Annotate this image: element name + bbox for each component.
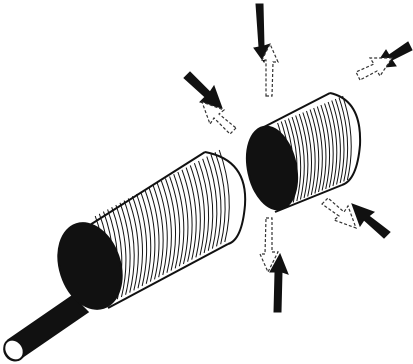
- shaft: [0, 296, 88, 364]
- solid-arrow-icon: [352, 204, 390, 238]
- dashed-arrow-icon: [356, 58, 392, 80]
- large-coil: [48, 150, 245, 317]
- bottom-arrow-pair: [260, 218, 288, 312]
- dashed-arrow-icon: [322, 198, 356, 228]
- upper-left-arrow-pair: [184, 72, 236, 134]
- lower-right-arrow-pair: [322, 198, 390, 238]
- upper-right-arrow-pair: [356, 42, 412, 80]
- top-arrow-pair: [254, 4, 278, 96]
- small-coil: [240, 93, 360, 214]
